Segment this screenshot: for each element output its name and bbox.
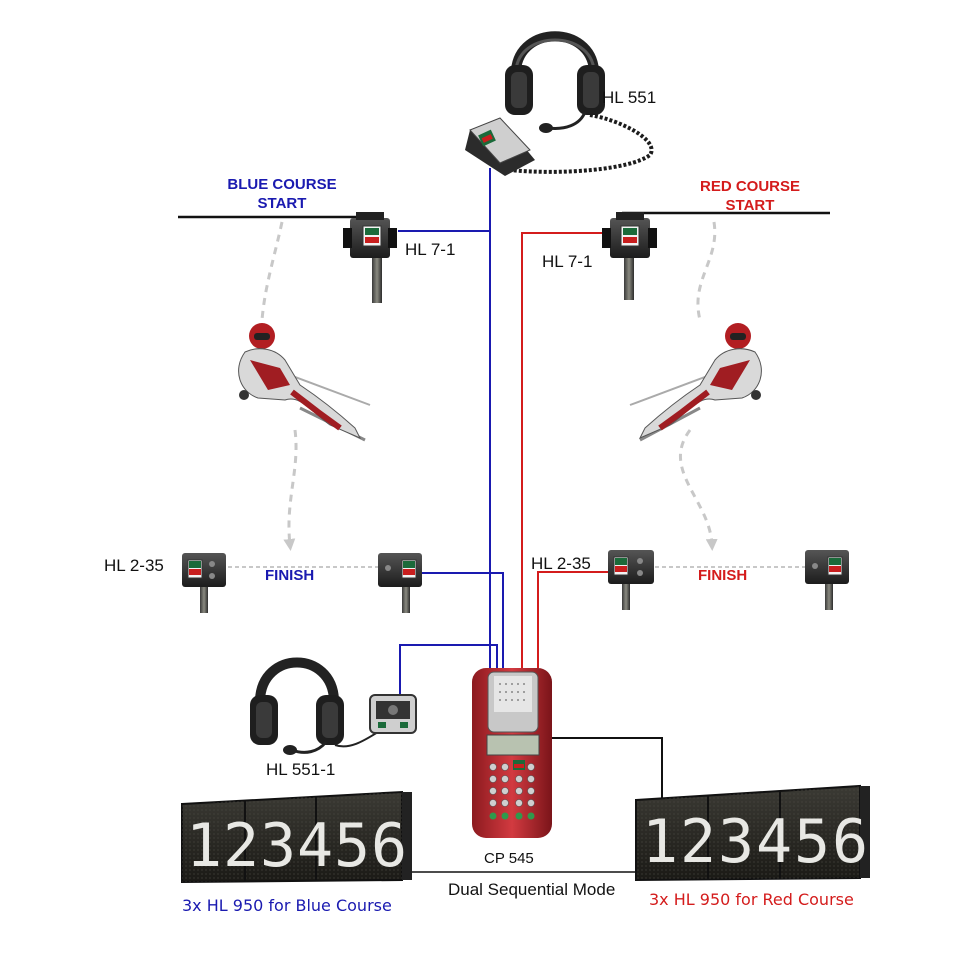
headset-top-label: HL 551 xyxy=(602,88,657,107)
red-start-sensor-icon xyxy=(602,212,657,300)
blue-finish-sensor-left-icon xyxy=(182,553,226,613)
wire-blue-start-to-printer xyxy=(398,230,491,668)
blue-start-sensor-icon xyxy=(343,212,397,303)
blue-ski-path xyxy=(260,221,298,551)
blue-finish-sensor-right-icon xyxy=(378,553,422,613)
blue-start-title-line2: START xyxy=(257,195,307,212)
red-finish-device-label: HL 2-35 xyxy=(531,554,591,573)
blue-finish-device-label: HL 2-35 xyxy=(104,556,164,575)
display-digit: 5 xyxy=(334,811,370,881)
blue-display-digits: 1 2 3 4 5 6 xyxy=(186,811,407,881)
display-digit: 1 xyxy=(642,807,678,877)
display-digit: 6 xyxy=(832,807,868,877)
wiring xyxy=(398,168,663,873)
display-digit: 4 xyxy=(756,807,792,877)
printer-label: CP 545 xyxy=(484,850,534,867)
headset-interface-box-icon xyxy=(465,117,535,176)
display-digit: 1 xyxy=(186,811,222,881)
display-digit: 2 xyxy=(223,811,259,881)
blue-display-panel-icon xyxy=(181,790,412,884)
red-finish-sensor-left-icon xyxy=(608,550,654,610)
printer-cp545-icon xyxy=(472,668,552,838)
blue-display-caption: 3x HL 950 for Blue Course xyxy=(182,896,392,915)
red-ski-path xyxy=(678,221,718,551)
wire-red-start-to-printer xyxy=(521,232,613,668)
headset-hl551-1-icon xyxy=(250,657,379,755)
display-digit: 3 xyxy=(260,811,296,881)
display-digit: 3 xyxy=(718,807,754,877)
headset-bottom-box-icon xyxy=(369,694,417,734)
headset-bottom-label: HL 551-1 xyxy=(266,760,336,779)
display-digit: 4 xyxy=(297,811,333,881)
red-start-title: RED COURSE START xyxy=(690,177,810,215)
display-digit: 2 xyxy=(680,807,716,877)
blue-finish-label: FINISH xyxy=(265,567,315,584)
red-finish-label: FINISH xyxy=(698,567,748,584)
display-digit: 5 xyxy=(794,807,830,877)
wire-printer-to-red-display xyxy=(545,737,663,800)
red-start-title-line1: RED COURSE xyxy=(699,178,800,195)
red-display-digits: 1 2 3 4 5 6 xyxy=(642,807,868,877)
blue-start-title: BLUE COURSE START xyxy=(222,175,342,213)
red-display-panel-icon xyxy=(635,784,870,882)
red-start-title-line2: START xyxy=(725,197,775,214)
mode-label: Dual Sequential Mode xyxy=(448,880,616,899)
blue-skier-icon xyxy=(238,323,371,442)
red-skier-icon xyxy=(629,323,762,442)
blue-start-device-label: HL 7-1 xyxy=(405,240,456,259)
blue-start-title-line1: BLUE COURSE xyxy=(227,176,337,193)
red-finish-sensor-right-icon xyxy=(805,550,849,610)
red-start-device-label: HL 7-1 xyxy=(542,252,593,271)
wire-red-finish-to-printer xyxy=(537,571,612,668)
headset-hl551-icon xyxy=(505,31,654,174)
display-digit: 6 xyxy=(371,811,407,881)
red-display-caption: 3x HL 950 for Red Course xyxy=(649,890,854,909)
wire-blue-finish-to-printer xyxy=(422,572,504,668)
wire-blue-headset-bottom xyxy=(399,644,498,695)
